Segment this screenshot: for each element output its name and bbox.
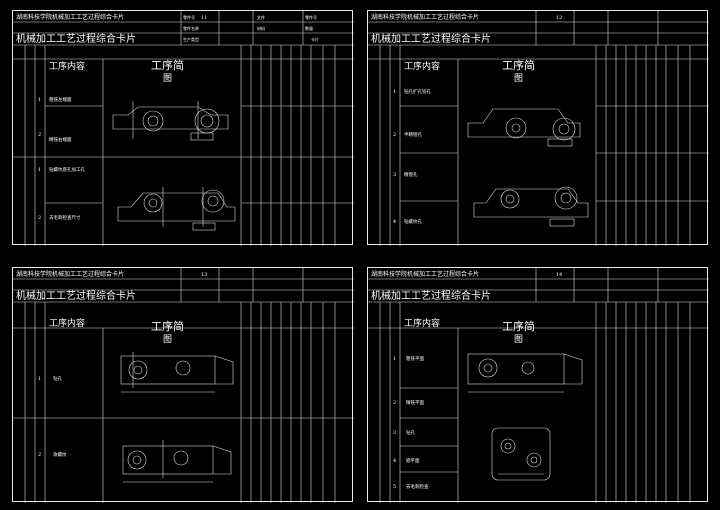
card-1-col-sketch2: 图 xyxy=(163,73,172,84)
card-2-step-2: 2 xyxy=(393,132,396,138)
card-1-step-1: 1 xyxy=(38,97,41,103)
card-4-title: 机械加工工艺过程综合卡片 xyxy=(371,289,491,302)
card-2-step-text-4: 钻螺纹孔 xyxy=(404,218,422,225)
card-2-col-sketch2: 图 xyxy=(514,73,523,84)
card-4-step-4: 4 xyxy=(393,458,396,464)
card-2-institute: 湖南科技学院机械加工工艺过程综合卡片 xyxy=(371,13,479,21)
card-4-drawing xyxy=(368,268,709,503)
svg-text:零件号: 零件号 xyxy=(305,14,317,20)
card-4-col-content: 工序内容 xyxy=(404,317,440,329)
card-4-step-1: 1 xyxy=(393,356,396,362)
card-2-part-no: 12 xyxy=(556,15,562,21)
process-card-1: 材料 零件号数量卡片 零件号零件名称生产类型 文件 湖南科技学院机械加工工艺过程综… xyxy=(12,10,354,246)
card-2-text: 湖南科技学院机械加工工艺过程综合卡片 机械加工工艺过程综合卡片 12 工序内容 … xyxy=(371,13,562,225)
card-1-text: 湖南科技学院机械加工工艺过程综合卡片 机械加工工艺过程综合卡片 11 工序内容 … xyxy=(16,13,207,221)
svg-text:文件: 文件 xyxy=(257,14,265,20)
card-3-part-no: 13 xyxy=(201,272,207,278)
card-2-col-sketch: 工序简 xyxy=(502,58,535,72)
card-4-col-sketch2: 图 xyxy=(514,334,523,345)
card-3-title: 机械加工工艺过程综合卡片 xyxy=(16,289,136,302)
card-2-step-4: 4 xyxy=(393,219,396,225)
card-3-institute: 湖南科技学院机械加工工艺过程综合卡片 xyxy=(16,270,124,278)
card-1-step-text-2: 精铣右端面 xyxy=(49,136,72,143)
card-4-institute: 湖南科技学院机械加工工艺过程综合卡片 xyxy=(371,270,479,278)
svg-text:数量: 数量 xyxy=(305,25,313,31)
card-3-text: 湖南科技学院机械加工工艺过程综合卡片 机械加工工艺过程综合卡片 13 工序内容 … xyxy=(16,270,207,458)
card-4-step-text-1: 粗铣平面 xyxy=(406,355,424,362)
svg-text:生产类型: 生产类型 xyxy=(183,36,199,42)
card-2-step-1: 1 xyxy=(393,89,396,95)
card-1-step-text-3: 钻螺纹底孔加工孔 xyxy=(49,166,85,173)
card-1-step-text-1: 粗铣左端面 xyxy=(49,96,72,103)
card-2-step-3: 3 xyxy=(393,172,396,178)
card-1-institute: 湖南科技学院机械加工工艺过程综合卡片 xyxy=(16,13,124,21)
card-1-part-no: 11 xyxy=(201,15,207,21)
process-card-3: 湖南科技学院机械加工工艺过程综合卡片 机械加工工艺过程综合卡片 13 工序内容 … xyxy=(12,267,354,503)
svg-text:卡片: 卡片 xyxy=(311,36,319,42)
process-card-2: 湖南科技学院机械加工工艺过程综合卡片 机械加工工艺过程综合卡片 12 工序内容 … xyxy=(367,10,709,246)
card-2-step-text-2: 半精镗孔 xyxy=(404,131,422,138)
card-1-col-content: 工序内容 xyxy=(49,60,85,72)
card-4-step-3: 3 xyxy=(393,430,396,436)
card-3-drawing xyxy=(13,268,354,503)
card-4-col-sketch: 工序简 xyxy=(502,319,535,333)
svg-text:材料: 材料 xyxy=(257,25,265,31)
card-2-step-text-3: 精镗孔 xyxy=(404,171,418,178)
card-3-step-text-1: 钻孔 xyxy=(53,375,62,382)
card-3-col-sketch2: 图 xyxy=(163,334,172,345)
card-4-step-text-4: 锪平面 xyxy=(406,457,420,464)
card-4-step-text-3: 钻孔 xyxy=(406,429,415,436)
card-4-text: 湖南科技学院机械加工工艺过程综合卡片 机械加工工艺过程综合卡片 14 工序内容 … xyxy=(371,270,562,490)
card-4-step-5: 5 xyxy=(393,484,396,490)
svg-text:零件号: 零件号 xyxy=(183,14,195,20)
card-2-drawing xyxy=(368,11,709,246)
card-3-step-text-2: 攻螺纹 xyxy=(53,451,67,458)
card-2-title: 机械加工工艺过程综合卡片 xyxy=(371,32,491,45)
card-1-title: 机械加工工艺过程综合卡片 xyxy=(16,32,136,45)
card-4-step-text-5: 去毛刺检查 xyxy=(406,483,429,490)
process-card-4: 湖南科技学院机械加工工艺过程综合卡片 机械加工工艺过程综合卡片 14 工序内容 … xyxy=(367,267,709,503)
card-3-step-1: 1 xyxy=(38,376,41,382)
svg-text:零件名称: 零件名称 xyxy=(183,25,199,31)
card-2-col-content: 工序内容 xyxy=(404,60,440,72)
card-3-step-2: 2 xyxy=(38,452,41,458)
card-4-part-no: 14 xyxy=(556,272,562,278)
card-2-step-text-1: 钻孔扩孔铰孔 xyxy=(404,88,431,95)
card-3-col-content: 工序内容 xyxy=(49,317,85,329)
card-1-step-4: 2 xyxy=(38,215,41,221)
card-1-step-text-4: 去毛刺检查尺寸 xyxy=(49,214,81,221)
card-4-step-text-2: 精铣平面 xyxy=(406,399,424,406)
card-1-step-2: 2 xyxy=(38,132,41,138)
card-3-col-sketch: 工序简 xyxy=(151,319,184,333)
card-4-step-2: 2 xyxy=(393,400,396,406)
card-1-col-sketch: 工序简 xyxy=(151,58,184,72)
card-1-step-3: 1 xyxy=(38,167,41,173)
